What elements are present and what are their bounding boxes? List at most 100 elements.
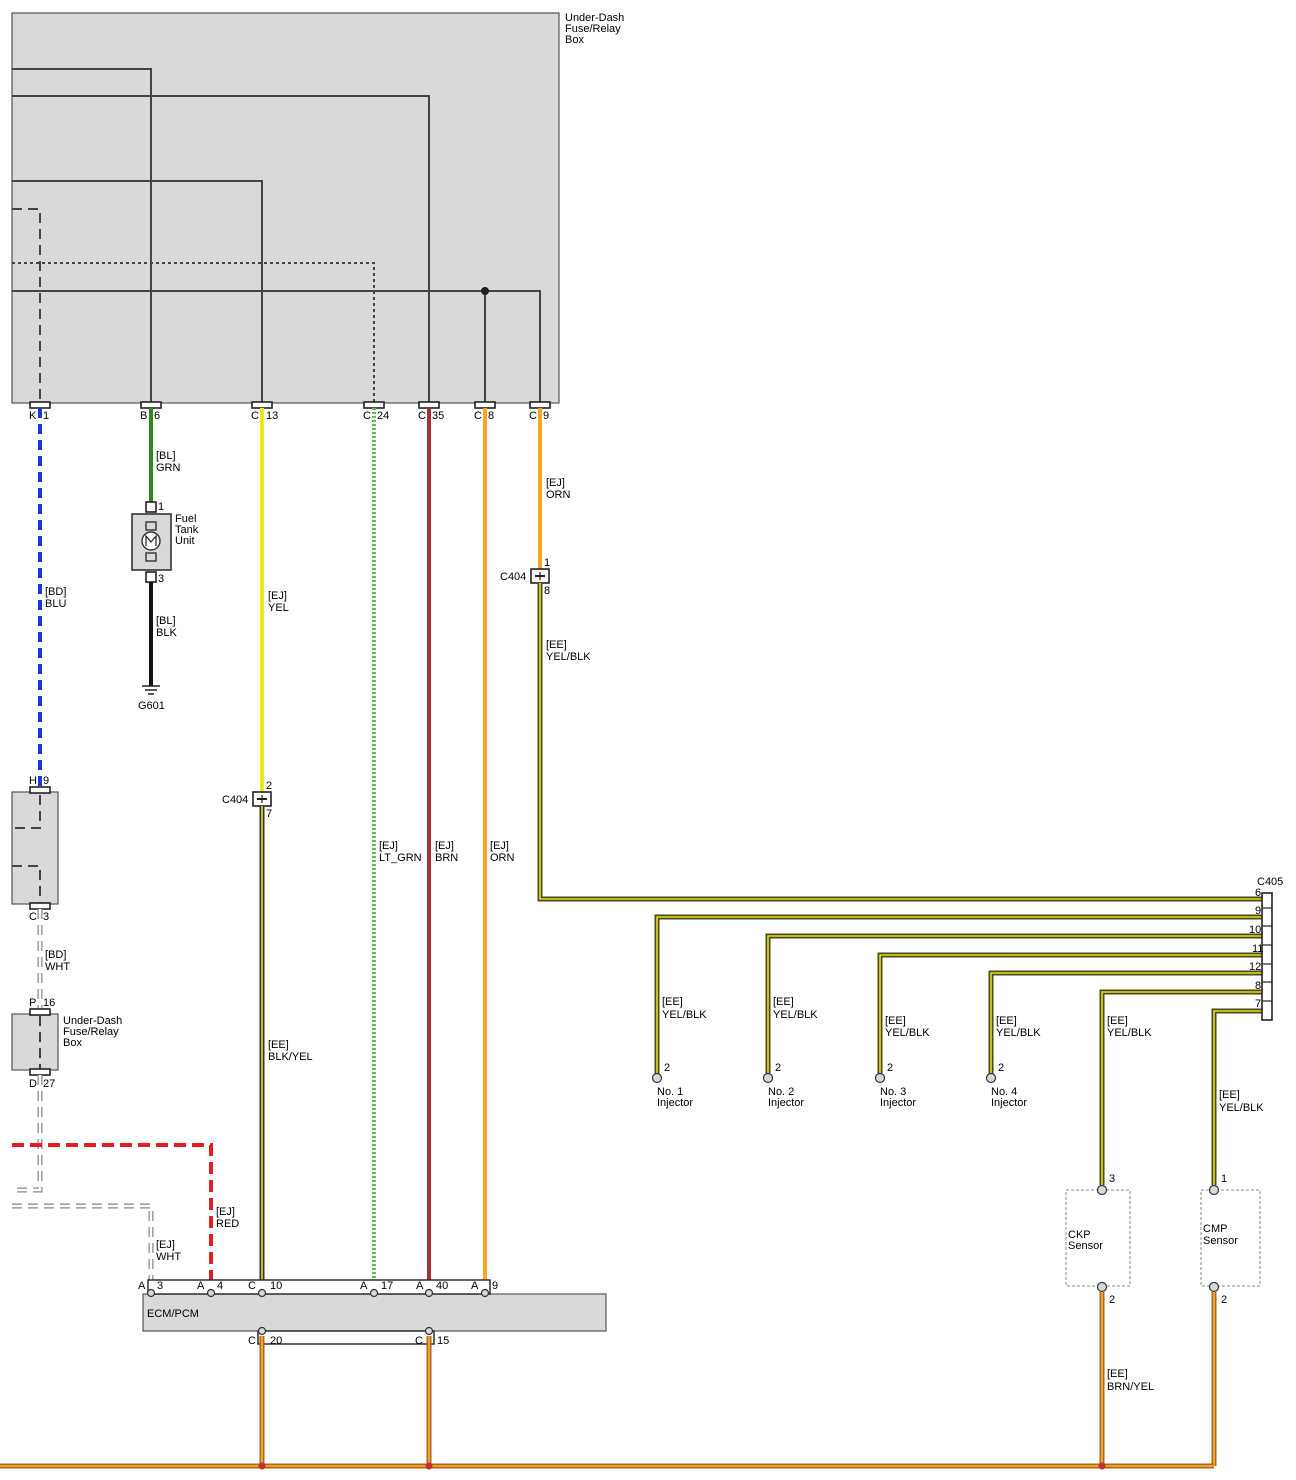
svg-text:C: C: [248, 1280, 256, 1292]
svg-text:8: 8: [1255, 980, 1261, 992]
fuse-box-top-label-3: Box: [565, 34, 584, 46]
wire-wht-ej-label-2: WHT: [156, 1251, 181, 1263]
c404-connector-right: [530, 568, 550, 584]
svg-text:C: C: [418, 410, 426, 422]
svg-text:A: A: [360, 1280, 368, 1292]
inj3-wire-label-1: [EE]: [885, 1015, 906, 1027]
c404-right-label: C404: [500, 571, 526, 583]
c405-branch-wires: [654, 914, 1266, 1185]
svg-text:C: C: [363, 410, 371, 422]
wire-brn-yel-sensors: [1099, 1292, 1217, 1466]
svg-text:9: 9: [543, 410, 549, 422]
wire-ecm-ground: [0, 1336, 1214, 1469]
c405-label: C405: [1257, 876, 1283, 888]
wire-blu-label-1: [BD]: [45, 586, 66, 598]
inj4-label-1: No. 4: [991, 1086, 1017, 1098]
cmp-pin-bot: 2: [1221, 1294, 1227, 1306]
ecm-pcm-box: [142, 1293, 607, 1332]
inj1-pin: 2: [664, 1062, 670, 1074]
left-module-box: [11, 791, 59, 905]
fuel-tank-pin-bot: 3: [158, 573, 164, 585]
wire-yel-blk-main-label-2: YEL/BLK: [546, 651, 591, 663]
svg-text:20: 20: [270, 1335, 282, 1347]
fuse-box-mid-label-1: Under-Dash: [63, 1015, 122, 1027]
svg-text:1: 1: [43, 410, 49, 422]
svg-text:C: C: [529, 410, 537, 422]
svg-text:8: 8: [488, 410, 494, 422]
inj4-wire-label-1: [EE]: [996, 1015, 1017, 1027]
ckp-label-2: Sensor: [1068, 1240, 1103, 1252]
inj4-pin: 2: [998, 1062, 1004, 1074]
svg-text:9: 9: [1255, 905, 1261, 917]
cmp-label-1: CMP: [1203, 1223, 1227, 1235]
fuel-tank-label-3: Unit: [175, 535, 195, 547]
svg-text:15: 15: [437, 1335, 449, 1347]
ckp-pin-top: 3: [1109, 1173, 1115, 1185]
injector-terminals: [651, 1072, 997, 1084]
wire-orn-long-label-2: ORN: [490, 852, 515, 864]
inj2-wire-label-1: [EE]: [773, 996, 794, 1008]
ckp-sensor: [1065, 1184, 1131, 1293]
motor-icon: [141, 531, 161, 551]
inj1-label-2: Injector: [657, 1097, 693, 1109]
svg-text:K: K: [29, 410, 37, 422]
svg-text:C: C: [474, 410, 482, 422]
fuel-tank-pin-top: 1: [158, 501, 164, 513]
cmp-wire-label-1: [EE]: [1219, 1089, 1240, 1101]
svg-text:6: 6: [154, 410, 160, 422]
wire-wht-ej-label-1: [EJ]: [156, 1239, 175, 1251]
h9-conn: H: [29, 775, 37, 787]
d27-conn: D: [29, 1078, 37, 1090]
ecm-pcm-label: ECM/PCM: [147, 1308, 199, 1320]
h9-pin: 9: [43, 775, 49, 787]
wire-wht-ej: [12, 1203, 154, 1283]
wire-blk-yel-label-2: BLK/YEL: [268, 1051, 313, 1063]
svg-text:7: 7: [1255, 998, 1261, 1010]
fuse-box-top-label-1: Under-Dash: [565, 12, 624, 24]
cmp-sensor: [1200, 1184, 1261, 1293]
wire-lt-grn-label-1: [EJ]: [379, 840, 398, 852]
c404-left-label: C404: [222, 794, 248, 806]
wire-grn-label-2: GRN: [156, 462, 181, 474]
svg-text:A: A: [416, 1280, 424, 1292]
under-dash-fuse-box-mid: [11, 1013, 59, 1071]
fuse-box-internal-lines: [12, 68, 541, 403]
svg-text:B: B: [140, 410, 147, 422]
cmp-wire-label-2: YEL/BLK: [1219, 1102, 1264, 1114]
ckp-pin-bot: 2: [1109, 1294, 1115, 1306]
ckp-label-1: CKP: [1068, 1229, 1091, 1241]
fuel-tank-label-2: Tank: [175, 524, 199, 536]
wire-orn-short-label-2: ORN: [546, 489, 571, 501]
wire-wht-bd-label-2: WHT: [45, 961, 70, 973]
fuel-tank-unit: [131, 501, 172, 583]
inj2-pin: 2: [775, 1062, 781, 1074]
c404-left-pin-top: 2: [266, 780, 272, 792]
svg-text:3: 3: [157, 1280, 163, 1292]
svg-text:A: A: [197, 1280, 205, 1292]
ecm-pin-circles: [146, 1288, 490, 1336]
ground-icon: [142, 685, 160, 695]
inj3-wire-label-2: YEL/BLK: [885, 1027, 930, 1039]
svg-text:A: A: [138, 1280, 146, 1292]
c3-conn: C: [29, 911, 37, 923]
wire-yel-label-1: [EJ]: [268, 590, 287, 602]
ground-label: G601: [138, 700, 165, 712]
svg-text:10: 10: [270, 1280, 282, 1292]
svg-text:9: 9: [492, 1280, 498, 1292]
inj3-label-1: No. 3: [880, 1086, 906, 1098]
svg-text:24: 24: [377, 410, 389, 422]
wire-red-label-2: RED: [216, 1218, 239, 1230]
c3-pin: 3: [43, 911, 49, 923]
wire-lt-grn-label-2: LT_GRN: [379, 852, 422, 864]
svg-text:A: A: [471, 1280, 479, 1292]
wire-yel-blk-main: [537, 583, 1266, 902]
ckp-wire-label-2: YEL/BLK: [1107, 1027, 1152, 1039]
wire-yel-label-2: YEL: [268, 602, 289, 614]
inj3-pin: 2: [887, 1062, 893, 1074]
inj2-label-1: No. 2: [768, 1086, 794, 1098]
p16-pin: 16: [43, 997, 55, 1009]
fuse-box-mid-label-2: Fuse/Relay: [63, 1026, 119, 1038]
